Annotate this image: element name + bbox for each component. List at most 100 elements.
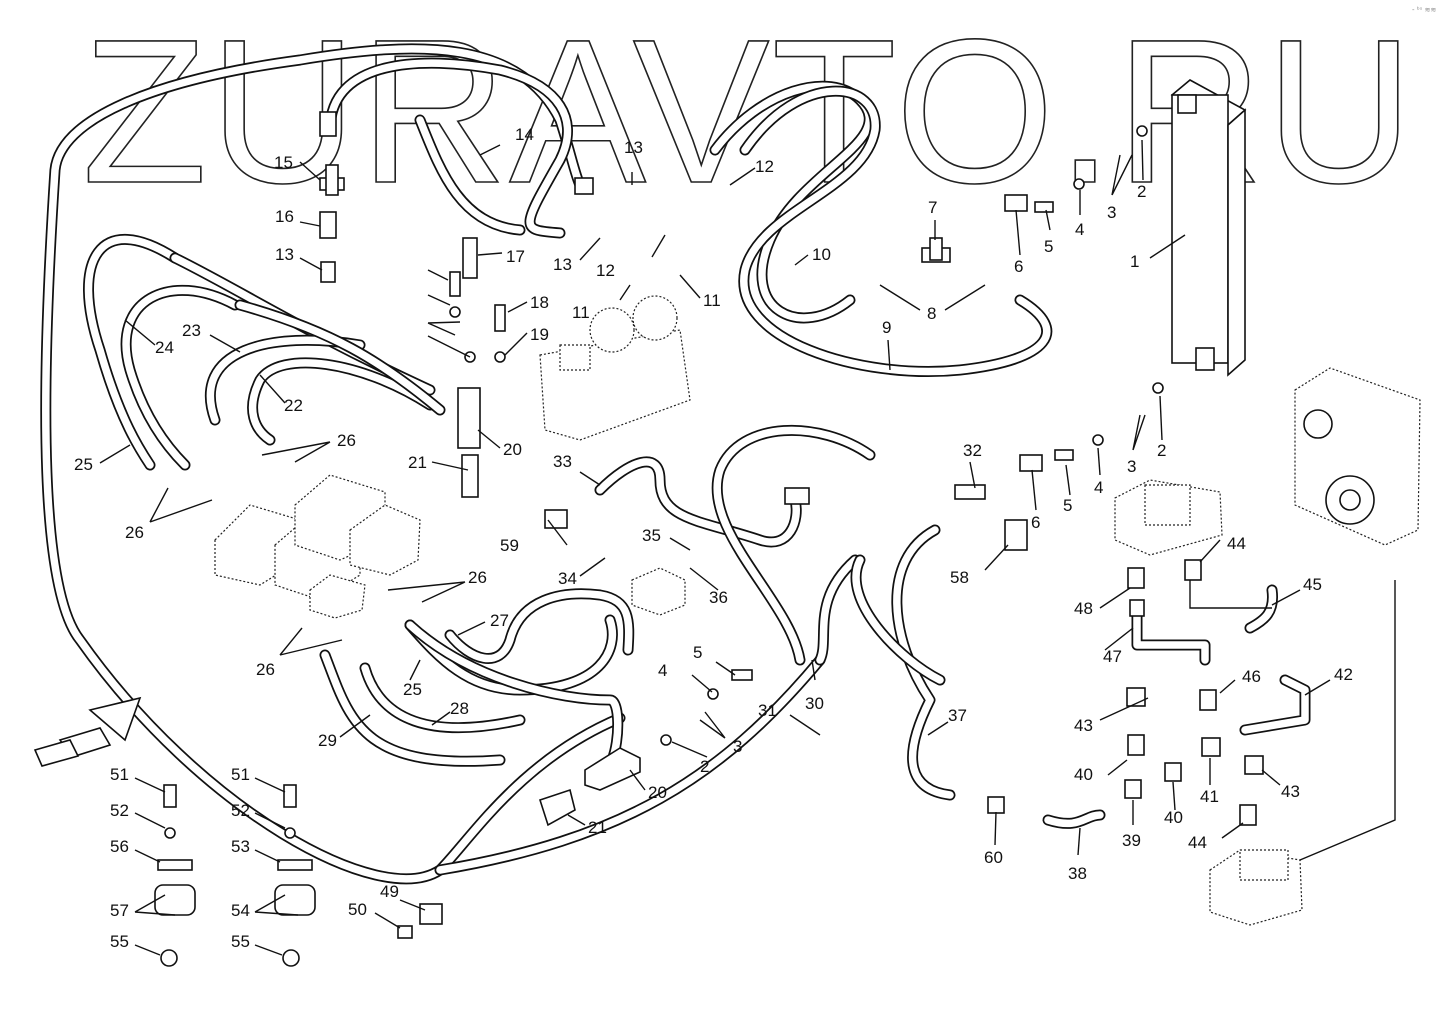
- valve-blocks: [214, 474, 421, 619]
- label-26: 26: [468, 568, 487, 587]
- label-26: 26: [125, 523, 144, 542]
- quick-coupling-21-lower: [538, 788, 576, 827]
- hydraulic-pump: [1114, 479, 1223, 556]
- label-16: 16: [275, 207, 294, 226]
- label-25: 25: [403, 680, 422, 699]
- oring-2-low: [660, 734, 672, 746]
- label-49: 49: [380, 882, 399, 901]
- bolt-18: [494, 304, 506, 332]
- label-56: 56: [110, 837, 129, 856]
- adapter-40: [1127, 734, 1145, 756]
- label-5: 5: [1044, 237, 1053, 256]
- label-44: 44: [1188, 833, 1207, 852]
- label-59: 59: [500, 536, 519, 555]
- label-34: 34: [558, 569, 577, 588]
- adapter-60: [987, 796, 1005, 814]
- label-4: 4: [1094, 478, 1103, 497]
- elbow-33: [784, 487, 810, 505]
- label-33: 33: [553, 452, 572, 471]
- label-2: 2: [700, 757, 709, 776]
- label-13: 13: [553, 255, 572, 274]
- label-5: 5: [1063, 496, 1072, 515]
- label-13: 13: [624, 138, 643, 157]
- label-40: 40: [1164, 808, 1183, 827]
- gearbox: [1294, 367, 1421, 546]
- gear-pump: [1209, 849, 1303, 926]
- label-55: 55: [110, 932, 129, 951]
- bolt-5-low: [731, 669, 753, 681]
- adapter-46: [1199, 689, 1217, 711]
- washer-4-mid: [1092, 434, 1104, 446]
- components: [33, 79, 1421, 967]
- label-47: 47: [1103, 647, 1122, 666]
- fitting-17: [462, 237, 478, 279]
- label-30: 30: [805, 694, 824, 713]
- fitting-59: [544, 509, 568, 529]
- label-48: 48: [1074, 599, 1093, 618]
- label-27: 27: [490, 611, 509, 630]
- label-41: 41: [1200, 787, 1219, 806]
- label-39: 39: [1122, 831, 1141, 850]
- label-5: 5: [693, 643, 702, 662]
- adapter-44-top: [1184, 559, 1202, 581]
- label-32: 32: [963, 441, 982, 460]
- label-45: 45: [1303, 575, 1322, 594]
- label-19: 19: [530, 325, 549, 344]
- adapter-40b: [1164, 762, 1182, 782]
- washer-4-top: [1073, 178, 1085, 190]
- adapter-6-mid: [1019, 454, 1043, 472]
- label-8: 8: [927, 304, 936, 323]
- label-44: 44: [1227, 534, 1246, 553]
- nut-47: [1129, 599, 1145, 617]
- label-29: 29: [318, 731, 337, 750]
- label-43: 43: [1281, 782, 1300, 801]
- label-4: 4: [658, 661, 667, 680]
- cap-49: [419, 903, 443, 925]
- label-51: 51: [110, 765, 129, 784]
- label-31: 31: [758, 701, 777, 720]
- label-42: 42: [1334, 665, 1353, 684]
- label-22: 22: [284, 396, 303, 415]
- label-13: 13: [275, 245, 294, 264]
- label-37: 37: [948, 706, 967, 725]
- label-6: 6: [1014, 257, 1023, 276]
- label-15: 15: [274, 153, 293, 172]
- pump-icon: [539, 295, 691, 441]
- label-24: 24: [155, 338, 174, 357]
- hoses: [40, 43, 1311, 885]
- bracket-clamp-icon: [154, 784, 196, 967]
- label-3: 3: [1107, 203, 1116, 222]
- label-35: 35: [642, 526, 661, 545]
- label-51: 51: [231, 765, 250, 784]
- distribution-block-20: [457, 387, 481, 449]
- plug-50: [397, 925, 413, 939]
- label-50: 50: [348, 900, 367, 919]
- label-3: 3: [1127, 457, 1136, 476]
- label-58: 58: [950, 568, 969, 587]
- label-1: 1: [1130, 252, 1139, 271]
- distribution-block-20-lower: [584, 747, 641, 791]
- label-46: 46: [1242, 667, 1261, 686]
- label-38: 38: [1068, 864, 1087, 883]
- tee-39: [1124, 779, 1142, 799]
- label-52: 52: [231, 801, 250, 820]
- adapter-48: [1127, 567, 1145, 589]
- quick-coupling-58: [1004, 519, 1028, 551]
- label-12: 12: [596, 261, 615, 280]
- elbow-43b: [1244, 755, 1264, 775]
- label-10: 10: [812, 245, 831, 264]
- label-17: 17: [506, 247, 525, 266]
- label-12: 12: [755, 157, 774, 176]
- oring-2-top: [1136, 125, 1148, 137]
- label-53: 53: [231, 837, 250, 856]
- block-36: [631, 567, 686, 616]
- adapter-6-top: [1004, 194, 1028, 212]
- label-26: 26: [256, 660, 275, 679]
- label-20: 20: [503, 440, 522, 459]
- label-55: 55: [231, 932, 250, 951]
- label-23: 23: [182, 321, 201, 340]
- elbow-14: [574, 177, 594, 195]
- label-57: 57: [110, 901, 129, 920]
- bolt-5: [449, 271, 461, 297]
